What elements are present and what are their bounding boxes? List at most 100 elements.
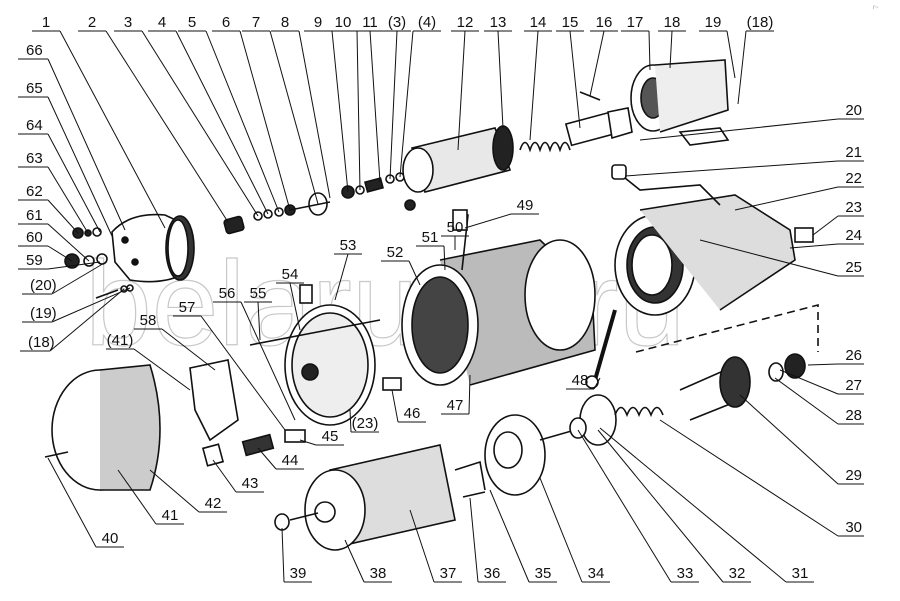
leader-line (468, 374, 471, 415)
leader-line (240, 301, 296, 421)
leader-line (298, 30, 331, 199)
part-label: 62 (26, 183, 43, 200)
leader-line (529, 30, 539, 141)
part-label: 32 (729, 565, 746, 582)
part-label: 20 (845, 102, 862, 119)
leader-line (281, 527, 285, 583)
leader-line (399, 30, 414, 178)
leader-line (659, 419, 839, 537)
part-label: 19 (705, 14, 722, 31)
leader-line (539, 477, 583, 583)
leader-line (161, 328, 216, 371)
part-label: 55 (250, 285, 267, 302)
leader-line (47, 199, 79, 234)
part-label: 47 (447, 397, 464, 414)
part-label: 5 (188, 14, 196, 31)
part-label: 18 (664, 14, 681, 31)
part-label: 35 (535, 565, 552, 582)
part-label: 23 (845, 199, 862, 216)
part-label: 2 (88, 14, 96, 31)
leader-line (497, 30, 504, 129)
part-label: 9 (314, 14, 322, 31)
leader-line (389, 30, 398, 180)
leader-line (589, 30, 605, 97)
part-label: 51 (422, 229, 439, 246)
part-label: 13 (490, 14, 507, 31)
part-label: 43 (242, 475, 259, 492)
leader-line (789, 243, 839, 249)
part-label: 36 (484, 565, 501, 582)
part-label: 37 (440, 565, 457, 582)
part-label: 60 (26, 229, 43, 246)
part-label: 53 (340, 237, 357, 254)
leader-line (469, 497, 479, 583)
dashed-group-bracket (635, 303, 819, 353)
part-label: 16 (596, 14, 613, 31)
part-label: 17 (627, 14, 644, 31)
leader-line (669, 30, 673, 69)
part-label: 48 (572, 372, 589, 389)
leader-line (47, 223, 90, 262)
leader-line (726, 30, 736, 79)
leader-line (409, 509, 435, 583)
leader-line (812, 215, 839, 236)
part-label: 6 (222, 14, 230, 31)
shaft-small-parts-drawing (223, 172, 405, 235)
leader-line (47, 133, 101, 233)
leader-line (774, 377, 839, 425)
leader-line (239, 30, 291, 211)
part-label: (19) (30, 305, 57, 322)
part-label: 56 (219, 285, 236, 302)
leader-line (141, 30, 259, 217)
plunger-spring-drawing (519, 91, 633, 153)
part-label: (18) (747, 14, 774, 31)
part-label: 28 (845, 407, 862, 424)
part-label: (3) (388, 14, 406, 31)
leader-line (489, 489, 530, 583)
drive-end-plate-drawing (462, 414, 576, 498)
leader-line (457, 30, 466, 151)
part-label: 29 (845, 467, 862, 484)
armature-drawing (274, 444, 486, 551)
drive-assembly-drawing (569, 353, 806, 446)
part-label: 52 (387, 244, 404, 261)
part-label: 26 (845, 347, 862, 364)
leader-line (807, 363, 839, 366)
leader-line (344, 539, 365, 583)
part-label: 10 (335, 14, 352, 31)
leader-line (699, 239, 839, 277)
mounting-flange-drawing (611, 164, 814, 316)
part-label: 30 (845, 519, 862, 536)
leader-line (269, 30, 319, 205)
part-label: 25 (845, 259, 862, 276)
part-label: 38 (370, 565, 387, 582)
part-label: 24 (845, 227, 862, 244)
leader-line (47, 58, 126, 231)
part-label: 57 (179, 299, 196, 316)
leader-line (334, 253, 349, 301)
brush-spring-drawing (241, 377, 402, 457)
leader-line (391, 389, 399, 423)
leader-line (779, 369, 839, 395)
leader-line (593, 377, 601, 390)
leader-line (205, 30, 280, 213)
part-label: 50 (447, 219, 464, 236)
part-label: 61 (26, 207, 43, 224)
leader-line (175, 30, 269, 215)
leader-line (639, 118, 839, 141)
part-label: 7 (252, 14, 260, 31)
part-label: 12 (457, 14, 474, 31)
part-label: 42 (205, 495, 222, 512)
leader-line (47, 245, 73, 262)
part-label: (20) (30, 277, 57, 294)
leader-line (349, 409, 352, 433)
part-label: 33 (677, 565, 694, 582)
leader-line (51, 261, 107, 295)
solenoid-drawing (402, 125, 514, 211)
part-label: 1 (42, 14, 50, 31)
part-label: (41) (107, 332, 134, 349)
field-frame-drawing (401, 209, 596, 386)
part-label: 66 (26, 42, 43, 59)
